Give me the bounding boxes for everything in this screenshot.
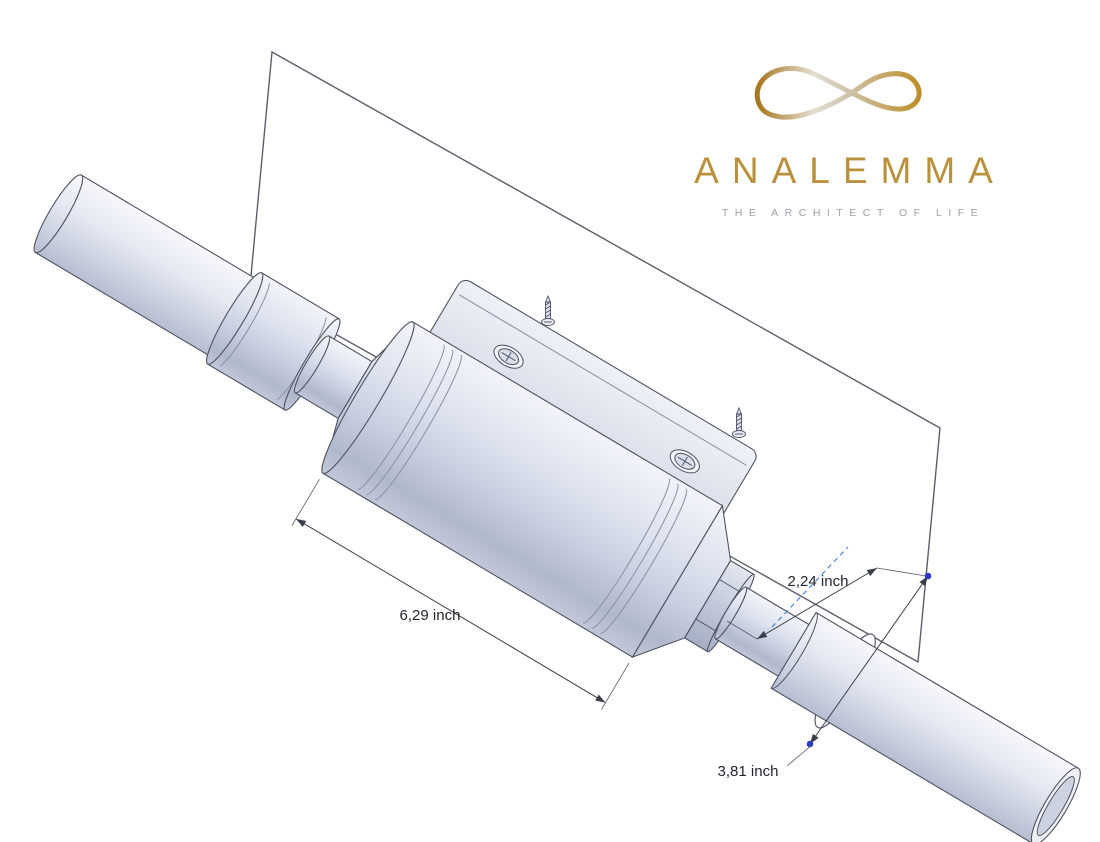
bracket-screw-hole-right [669, 449, 700, 474]
dimension-wall-clearance-label: 3,81 inch [718, 763, 779, 780]
dimension-wall-clearance: 3,81 inch [718, 572, 932, 780]
bracket-screw-hole-left [493, 344, 524, 369]
dimension-outlet-length-label: 2,24 inch [788, 573, 849, 590]
brand-tagline: THE ARCHITECT OF LIFE [722, 207, 984, 219]
dimension-body-length-label: 6,29 inch [400, 607, 461, 624]
brand-logo: ANALEMMA THE ARCHITECT OF LIFE [694, 66, 1006, 219]
dimension-point-wall [924, 572, 932, 580]
infinity-ribbon-icon [754, 66, 922, 120]
dimension-body-length: 6,29 inch [400, 607, 461, 624]
brand-name: ANALEMMA [694, 150, 1006, 191]
dimension-body-length-lines [291, 479, 630, 710]
